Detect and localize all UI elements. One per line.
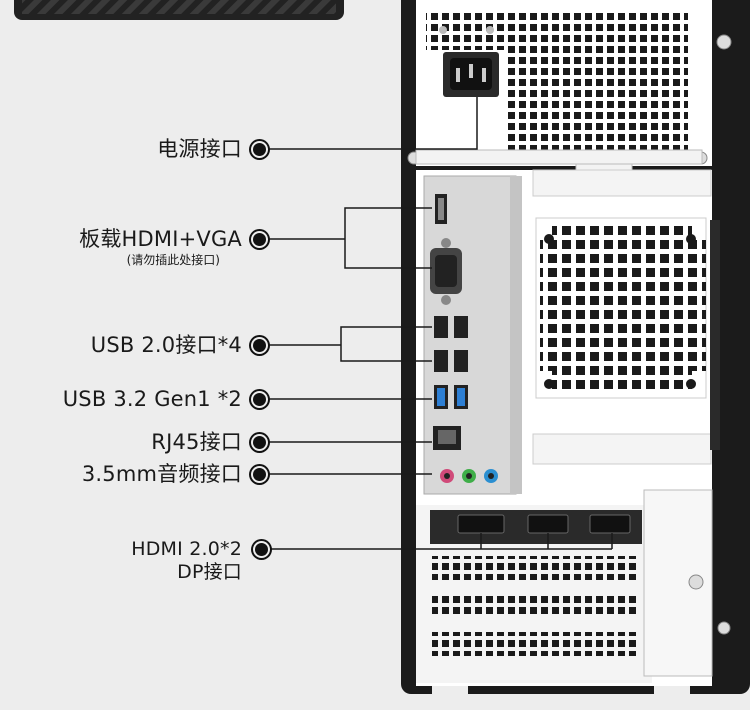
label-hdmi-vga-note: (请勿插此处接口) (126, 253, 220, 267)
psu-vent-right (508, 12, 688, 152)
label-audio-text: 3.5mm音频接口 (81, 462, 242, 486)
label-gpu-line2: DP接口 (177, 561, 242, 583)
label-usb20-text: USB 2.0接口*4 (90, 333, 242, 357)
label-hdmi-vga: 板载HDMI+VGA (请勿插此处接口) (79, 227, 242, 267)
io-plate (423, 175, 522, 495)
fan-grille (535, 217, 707, 399)
label-hdmi-vga-text: 板载HDMI+VGA (79, 227, 242, 251)
power-socket (443, 52, 499, 97)
callout-bullet-power (253, 143, 266, 156)
callout-bullet-audio (253, 468, 266, 481)
callout-lines (266, 97, 613, 550)
stand-base (14, 0, 344, 20)
callout-bullet-hdmi-vga (253, 233, 266, 246)
callout-bullet-gpu (255, 543, 268, 556)
label-power: 电源接口 (157, 139, 242, 160)
callout-bullet-usb32 (253, 393, 266, 406)
label-usb32: USB 3.2 Gen1 *2 (63, 389, 242, 410)
expansion-slots (416, 489, 731, 696)
label-gpu: HDMI 2.0*2 DP接口 (131, 540, 242, 582)
label-usb20: USB 2.0接口*4 (91, 335, 242, 356)
label-power-text: 电源接口 (157, 137, 242, 161)
tower-case (401, 0, 750, 696)
callout-bullet-usb20 (253, 339, 266, 352)
label-gpu-line1: HDMI 2.0*2 (131, 538, 242, 560)
label-rj45-text: RJ45接口 (151, 430, 242, 454)
label-rj45: RJ45接口 (151, 432, 242, 453)
callout-bullet-rj45 (253, 436, 266, 449)
label-audio: 3.5mm音频接口 (82, 464, 242, 485)
label-usb32-text: USB 3.2 Gen1 *2 (62, 387, 242, 411)
